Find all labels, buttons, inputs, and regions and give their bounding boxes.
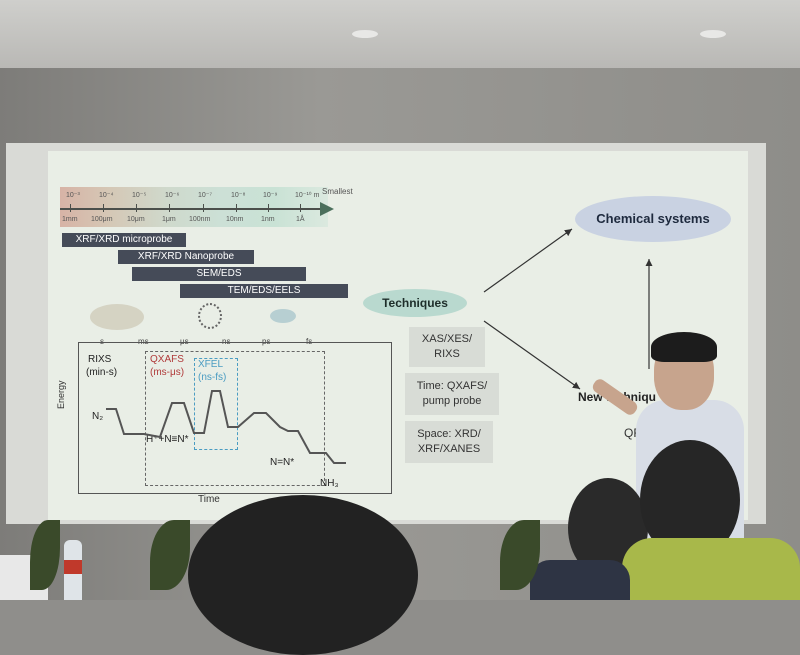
xfel-label: XFEL (198, 359, 224, 370)
scale-tick (203, 204, 204, 212)
time-tick: ps (262, 337, 271, 346)
technique-bar: SEM/EDS (132, 267, 306, 281)
scale-arrow-icon (320, 202, 334, 216)
time-axis-label: Time (198, 494, 220, 505)
xas-box-line: XAS/XES/ (421, 333, 473, 345)
time-tick: s (100, 337, 104, 346)
ceiling-light (700, 30, 726, 38)
scale-unit: 100μm (91, 216, 113, 223)
scale-unit: 1mm (62, 216, 78, 223)
audience-shoulder (530, 560, 630, 600)
scale-exponent: 10⁻⁹ (263, 192, 278, 199)
energy-profile-svg (106, 390, 346, 464)
scale-tick (103, 204, 104, 212)
scale-exponent: 10⁻¹⁰ m (295, 192, 320, 199)
ceiling-light (352, 30, 378, 38)
particle-illustration (198, 303, 222, 329)
scale-tick (169, 204, 170, 212)
audience-jacket (622, 538, 800, 600)
space-box: Space: XRD/ XRF/XANES (405, 421, 493, 463)
xas-box: XAS/XES/ RIXS (409, 327, 485, 367)
technique-bar: TEM/EDS/EELS (180, 284, 348, 298)
space-box-line: Space: XRD/ (417, 428, 481, 440)
arrows-svg (483, 228, 653, 390)
qxafs-range: (ms-μs) (150, 367, 185, 378)
scale-exponent: 10⁻³ (66, 192, 80, 199)
scale-tick (268, 204, 269, 212)
audience-head (188, 495, 418, 655)
space-box-line: XRF/XANES (417, 443, 481, 455)
scale-exponent: 10⁻⁶ (165, 192, 180, 199)
scale-unit: 1Å (296, 216, 305, 223)
time-box: Time: QXAFS/ pump probe (405, 373, 499, 415)
energy-profile-line (106, 390, 346, 464)
scale-exponent: 10⁻⁵ (132, 192, 147, 199)
qxafs-region (145, 351, 325, 486)
scale-unit: 1μm (162, 216, 176, 223)
scale-unit: 1nm (261, 216, 275, 223)
molecule-illustration (270, 309, 296, 323)
scale-tick (300, 204, 301, 212)
scale-unit: 10nm (226, 216, 244, 223)
xfel-region (194, 358, 238, 450)
xas-box-line: RIXS (434, 348, 460, 360)
n2-label: N₂ (92, 411, 104, 422)
h-n-label: H⁺+N≡N* (146, 434, 189, 445)
presentation-slide: 10⁻³ 10⁻⁴ 10⁻⁵ 10⁻⁶ 10⁻⁷ 10⁻⁸ 10⁻⁹ 10⁻¹⁰… (48, 151, 748, 520)
length-scale-bar (60, 187, 328, 227)
scale-tick (136, 204, 137, 212)
scale-axis (60, 208, 322, 210)
time-box-line: Time: QXAFS/ (416, 380, 488, 392)
presenter-hair (651, 332, 717, 362)
scale-smallest-label: Smallest (322, 187, 353, 196)
xfel-range: (ns-fs) (198, 372, 227, 383)
scale-exponent: 10⁻⁷ (198, 192, 213, 199)
bottle-label (64, 560, 82, 574)
rixs-range: (min-s) (86, 367, 118, 378)
scale-exponent: 10⁻⁴ (99, 192, 114, 199)
time-tick: fs (306, 337, 313, 346)
time-tick: ms (138, 337, 149, 346)
n-n-label: N=N* (270, 457, 295, 468)
technique-bar: XRF/XRD Nanoprobe (118, 250, 254, 264)
time-tick: μs (180, 337, 189, 346)
scale-tick (236, 204, 237, 212)
technique-bar: XRF/XRD microprobe (62, 233, 186, 247)
time-box-line: pump probe (422, 395, 482, 407)
chemical-systems-oval: Chemical systems (575, 196, 731, 242)
ceiling (0, 0, 800, 68)
scale-unit: 100nm (189, 216, 211, 223)
rixs-label: RIXS (88, 354, 112, 365)
scale-tick (70, 204, 71, 212)
techniques-oval: Techniques (363, 289, 467, 317)
arrow-to-chemical-systems (483, 228, 573, 293)
nh3-label: NH₃ (320, 478, 339, 489)
time-tick: ns (222, 337, 231, 346)
scale-exponent: 10⁻⁸ (231, 192, 246, 199)
energy-diagram (78, 342, 392, 494)
scale-unit: 10μm (127, 216, 145, 223)
arrow-to-new-techniques (483, 320, 581, 390)
sample-illustration (90, 304, 144, 330)
qxafs-label: QXAFS (150, 354, 184, 365)
